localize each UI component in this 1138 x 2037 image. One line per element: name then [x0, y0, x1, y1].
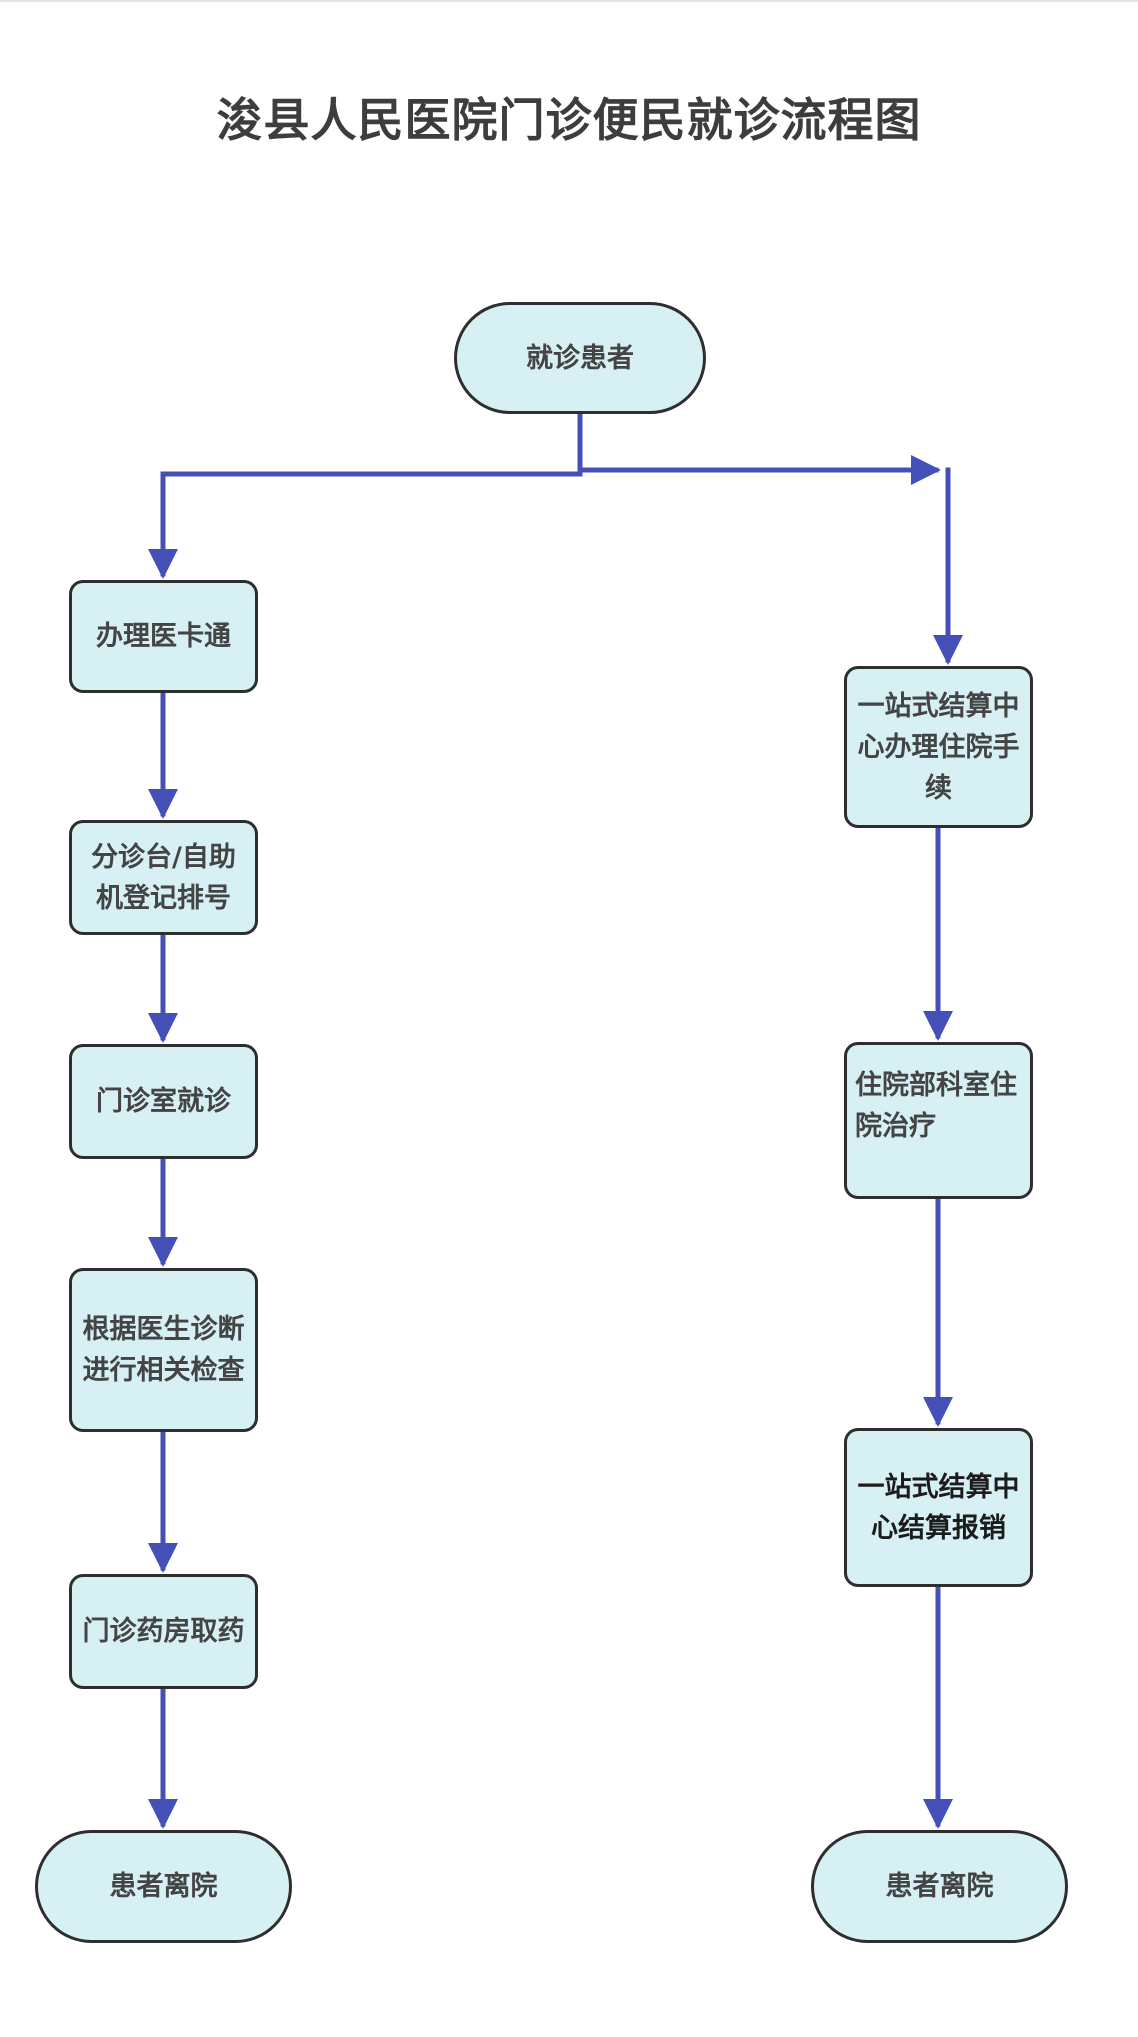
node-pharmacy: 门诊药房取药	[69, 1574, 258, 1689]
top-divider	[0, 0, 1138, 2]
connector-start-to-card	[148, 471, 583, 579]
node-right-end: 患者离院	[811, 1830, 1068, 1943]
node-inpatient: 住院部科室住院治疗	[844, 1042, 1033, 1199]
node-consult: 门诊室就诊	[69, 1044, 258, 1159]
node-exam: 根据医生诊断进行相关检查	[69, 1268, 258, 1432]
node-card: 办理医卡通	[69, 580, 258, 693]
node-start: 就诊患者	[454, 302, 706, 414]
node-settlement: 一站式结算中心结算报销	[844, 1428, 1033, 1587]
node-triage: 分诊台/自助机登记排号	[69, 820, 258, 935]
node-admission: 一站式结算中心办理住院手续	[844, 666, 1033, 828]
page-title: 浚县人民医院门诊便民就诊流程图	[216, 93, 922, 147]
node-left-end: 患者离院	[35, 1830, 292, 1943]
